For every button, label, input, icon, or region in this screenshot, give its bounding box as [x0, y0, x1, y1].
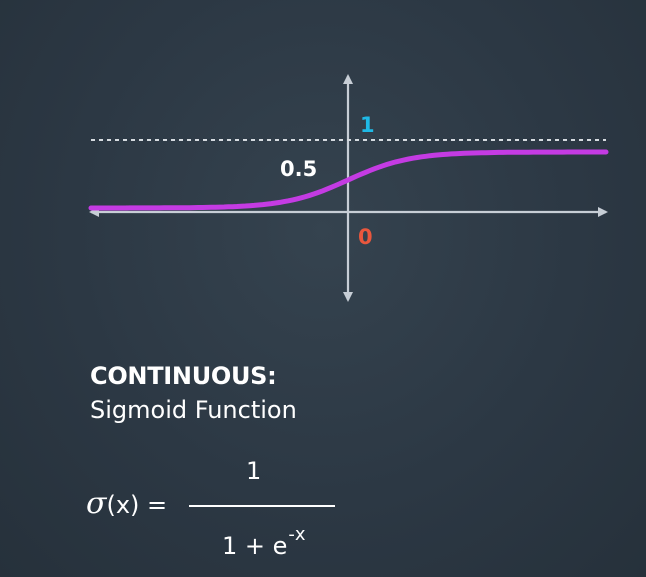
formula-lhs: σ(x) = [86, 486, 167, 521]
fraction-bar [189, 505, 335, 507]
formula-numerator: 1 [246, 457, 262, 485]
graph-axes [89, 74, 608, 302]
section-heading: CONTINUOUS: [90, 362, 277, 390]
formula-denominator: 1 + e-x [222, 524, 306, 560]
x-axis-arrow-right [598, 207, 608, 217]
formula-denominator-base: 1 + e [222, 532, 288, 560]
formula-exponent: -x [288, 524, 306, 545]
sigma-symbol: σ [86, 486, 107, 521]
sigmoid-curve [88, 149, 609, 211]
y-axis-arrow-down [343, 292, 353, 302]
y-axis-arrow-up [343, 74, 353, 84]
section-subheading: Sigmoid Function [90, 396, 297, 424]
label-half: 0.5 [280, 157, 317, 181]
label-one: 1 [360, 113, 375, 137]
formula-lhs-text: (x) = [106, 491, 168, 519]
label-zero: 0 [358, 225, 373, 249]
